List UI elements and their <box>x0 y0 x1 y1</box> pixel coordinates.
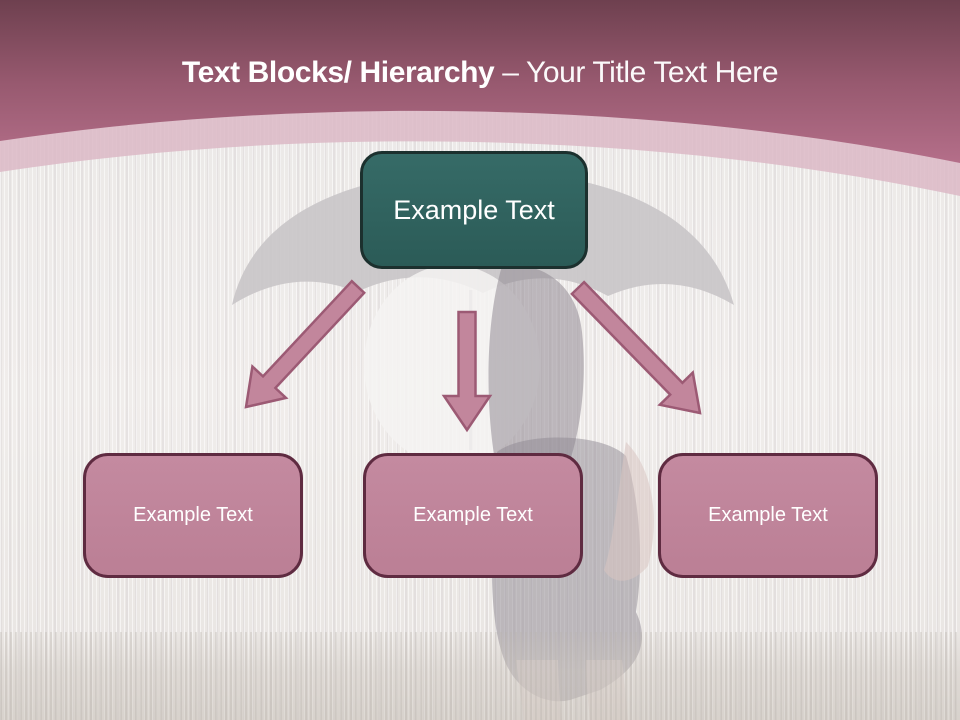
child-text-block-2[interactable]: Example Text <box>363 453 583 578</box>
root-text-block[interactable]: Example Text <box>360 151 588 269</box>
root-text-block-label: Example Text <box>393 194 555 225</box>
hair-silhouette <box>488 265 584 478</box>
umbrella-underside-highlight <box>364 265 540 465</box>
arrow-down-icon[interactable] <box>441 310 493 433</box>
arm-silhouette <box>604 442 654 581</box>
child-text-block-3-label: Example Text <box>708 504 828 526</box>
child-text-block-1-label: Example Text <box>133 504 253 526</box>
arrow-down-right-icon[interactable] <box>570 280 702 415</box>
child-text-block-1[interactable]: Example Text <box>83 453 303 578</box>
page-title[interactable]: Text Blocks/ Hierarchy – Your Title Text… <box>0 54 960 92</box>
title-secondary: – Your Title Text Here <box>502 56 779 89</box>
title-primary: Text Blocks/ Hierarchy <box>181 56 495 89</box>
umbrella-pole <box>469 290 473 450</box>
child-text-block-3[interactable]: Example Text <box>658 453 878 578</box>
child-text-block-2-label: Example Text <box>413 504 533 526</box>
arrow-down-left-icon[interactable] <box>244 279 366 409</box>
grass-texture <box>0 632 960 720</box>
